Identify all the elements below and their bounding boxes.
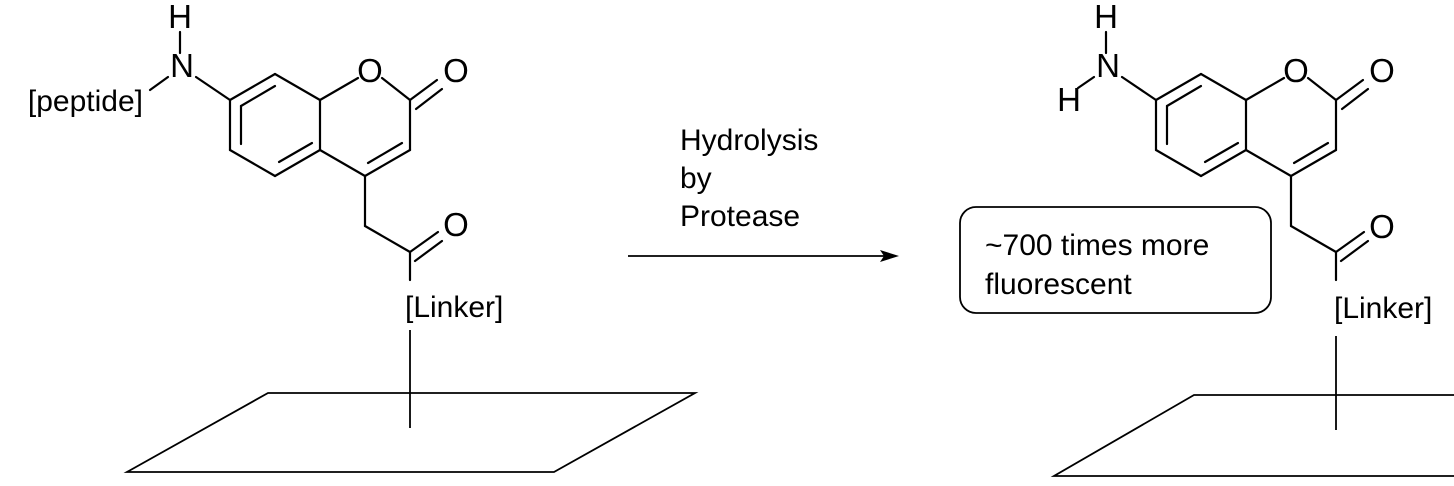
product-structure: H N H O O O [Linker] (1050, 0, 1454, 477)
bond (1076, 75, 1096, 90)
double-bond (1203, 141, 1240, 164)
bond (1199, 72, 1248, 102)
bond (363, 148, 412, 178)
linker-label: [Linker] (405, 291, 503, 324)
arrow-head-icon (880, 250, 899, 262)
callout-box (959, 206, 1272, 314)
side-carbonyl-bond (1339, 239, 1370, 263)
carbonyl-bond (1334, 78, 1365, 102)
callout-line-1: ~700 times more (985, 229, 1209, 262)
side-carbonyl-bond (408, 230, 440, 254)
bond (1154, 148, 1203, 178)
ring-o-label: O (357, 52, 383, 89)
double-bond (239, 84, 277, 108)
amine-h-label: H (168, 0, 192, 35)
amine-h-top-label: H (1094, 0, 1118, 35)
carbonyl-bond (408, 78, 439, 102)
reaction-arrow: Hydrolysis by Protease (628, 124, 899, 262)
condition-line-3: Protease (680, 200, 800, 233)
bond (1199, 148, 1248, 178)
reactant-structure: H N [peptide] O O O [Linker] (28, 0, 699, 473)
double-bond (277, 141, 314, 164)
bond (318, 76, 360, 102)
amine-n-label: N (170, 47, 194, 84)
bond (148, 75, 170, 92)
carbonyl-o-label: O (443, 52, 469, 89)
callout-line-2: fluorescent (985, 268, 1132, 301)
double-bond (366, 141, 404, 165)
bond (1289, 148, 1338, 178)
solid-support-surface (1050, 394, 1454, 477)
bond (380, 76, 412, 102)
condition-line-2: by (680, 162, 712, 195)
side-carbonyl-bond (413, 239, 444, 263)
bond (1244, 148, 1293, 178)
bond (228, 72, 277, 102)
side-o-label: O (1369, 208, 1395, 245)
bond (1244, 76, 1286, 102)
bond (273, 72, 322, 102)
bond (273, 148, 322, 178)
condition-line-1: Hydrolysis (680, 124, 818, 157)
bond (194, 75, 232, 102)
peptide-label: [peptide] (28, 85, 143, 118)
ring-o-label: O (1283, 52, 1309, 89)
carbonyl-bond (414, 87, 444, 111)
fluorescence-callout: ~700 times more fluorescent (959, 206, 1272, 314)
bond (1306, 76, 1338, 102)
carbonyl-o-label: O (1369, 52, 1395, 89)
side-o-label: O (443, 206, 469, 243)
bond (1289, 224, 1338, 254)
bond (1154, 72, 1203, 102)
carbonyl-bond (1340, 87, 1370, 111)
bond (228, 148, 277, 178)
bond (1120, 75, 1158, 102)
side-carbonyl-bond (1334, 230, 1366, 254)
amine-n-label: N (1096, 47, 1120, 84)
bond (318, 148, 367, 178)
solid-support-surface (123, 392, 699, 473)
bond (363, 224, 412, 254)
double-bond (1165, 84, 1203, 108)
double-bond (1292, 141, 1330, 165)
linker-label: [Linker] (1334, 292, 1432, 325)
amine-h-left-label: H (1057, 81, 1081, 118)
